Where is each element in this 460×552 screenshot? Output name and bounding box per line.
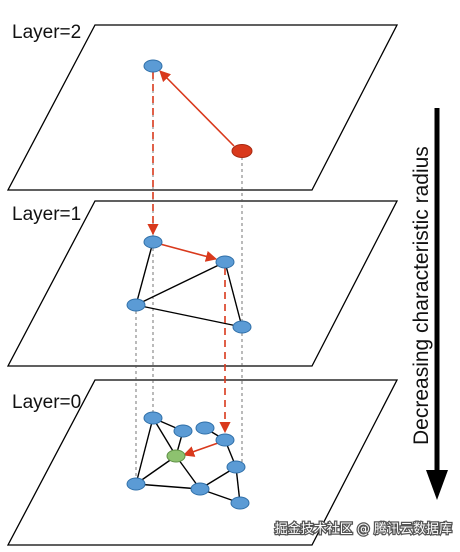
search-arrow-l2: [159, 70, 235, 147]
graph-edge: [224, 261, 243, 328]
layer-0: Layer=0: [6, 379, 399, 546]
layer-1-label: Layer=1: [12, 204, 81, 225]
layer-1-nodes: [126, 235, 252, 334]
layer-0-plane: [6, 379, 399, 546]
layer-0-label: Layer=0: [12, 392, 81, 413]
graph-node: [226, 460, 246, 474]
graph-node: [215, 433, 235, 447]
layer-1-plane: [6, 200, 399, 367]
graph-node: [232, 320, 252, 334]
search-arrow-l1: [159, 243, 218, 262]
search-descent-arrows: [147, 72, 231, 434]
graph-node: [195, 421, 215, 435]
projection-lines: [135, 66, 243, 484]
search-arrow-l0: [182, 442, 219, 457]
layer-1-edges: [135, 241, 243, 328]
layer-2-plane: [6, 24, 399, 191]
layer-0-nodes: [126, 411, 250, 510]
graph-node: [173, 424, 193, 438]
graph-node: [230, 496, 250, 510]
search-step-arrows: [159, 70, 235, 457]
graph-node: [126, 298, 146, 312]
entry-point-node: [231, 144, 253, 158]
graph-node: [143, 59, 163, 73]
axis-label: Decreasing characteristic radius: [410, 146, 433, 445]
layer-2: Layer=2: [6, 22, 399, 191]
radius-axis: Decreasing characteristic radius: [410, 108, 448, 500]
watermark: 掘金技术社区 @ 腾讯云数据库: [273, 520, 453, 539]
layer-2-nodes: [143, 59, 253, 158]
graph-edge: [135, 483, 201, 490]
layer-2-label: Layer=2: [12, 22, 81, 43]
graph-edge: [152, 417, 177, 457]
watermark-text: 掘金技术社区 @ 腾讯云数据库: [275, 521, 452, 537]
axis-arrow-head: [426, 470, 448, 500]
graph-node: [143, 411, 163, 425]
graph-edge: [135, 455, 177, 485]
layer-1: Layer=1: [6, 200, 399, 367]
graph-node: [143, 235, 163, 249]
graph-node: [126, 477, 146, 491]
graph-edge: [135, 417, 154, 485]
graph-node: [215, 255, 235, 269]
graph-edge: [135, 241, 154, 306]
query-result-node: [166, 449, 186, 463]
graph-edge: [135, 304, 243, 328]
graph-node: [190, 482, 210, 496]
graph-edge: [135, 261, 226, 306]
